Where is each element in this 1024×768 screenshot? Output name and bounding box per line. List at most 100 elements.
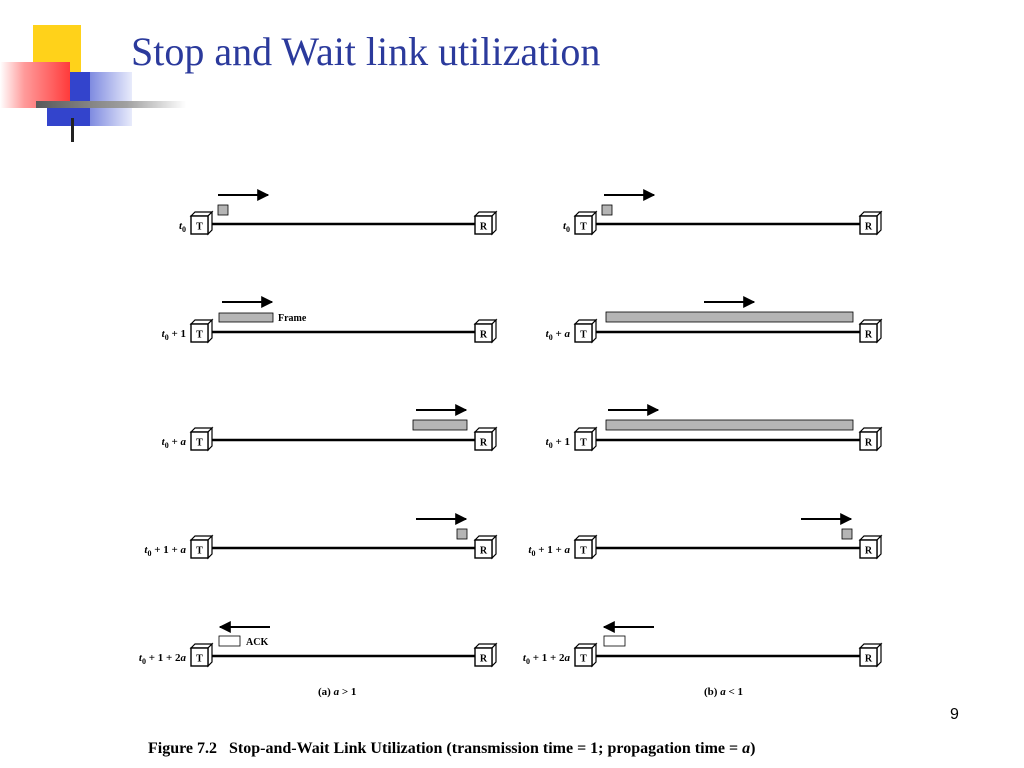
- panel-a-row-3-frame: [412, 419, 468, 431]
- panel-a-row-3-receiver-face: [474, 431, 493, 451]
- panel-a-row-2-time-label: t0 + 1: [162, 328, 186, 342]
- panel-b-row-1-frame: [601, 204, 613, 216]
- panel-b-row-4-time-label-sub: 0: [531, 549, 535, 558]
- panel-b-row-3-time-label: t0 + 1: [546, 436, 570, 450]
- panel-a-row-3-transmitter-label: T: [196, 438, 203, 449]
- panel-a-row-5-ack: [218, 635, 241, 647]
- panel-a-row-1-time-label-base: t: [179, 220, 183, 232]
- panel-a-row-5-time-label-rest: + 1 + 2: [146, 652, 181, 664]
- figure-caption: Figure 7.2 Stop-and-Wait Link Utilizatio…: [148, 740, 756, 757]
- panel-a-row-3-time-label-var: a: [181, 436, 187, 448]
- panel-a-row-4-frame: [456, 528, 468, 540]
- panel-a-row-1-receiver-face: [474, 215, 493, 235]
- panel-b-row-4-transmitter: T: [573, 534, 598, 560]
- panel-b-row-2-transmitter-label: T: [580, 330, 587, 341]
- panel-b-row-2-time-label-var: a: [565, 328, 571, 340]
- panel-b-row-4-time-label-rest: + 1 +: [535, 544, 564, 556]
- panel-b-row-5-transmitter-face: [574, 647, 593, 667]
- panel-b-row-5-time-label-rest: + 1 + 2: [530, 652, 565, 664]
- panel-b-row-3-receiver-label: R: [865, 438, 873, 449]
- panel-a-row-2-receiver: R: [473, 318, 498, 344]
- panel-a-caption: (a) a > 1: [318, 686, 356, 698]
- panel-b-row-5-time-label: t0 + 1 + 2a: [523, 652, 571, 666]
- panel-b-row-3-frame: [605, 419, 854, 431]
- panel-a-row-4-receiver: R: [473, 534, 498, 560]
- panel-a-row-3-time-label-base: t: [162, 436, 166, 448]
- panel-b-row-5-ack: [603, 635, 626, 647]
- panel-b-row-5-receiver: R: [858, 642, 883, 668]
- page-number: 9: [950, 706, 959, 723]
- panel-b-row-1-time-label-base: t: [563, 220, 567, 232]
- panel-a-row-4-receiver-face: [474, 539, 493, 559]
- panel-b-row-2-time-label-sub: 0: [549, 333, 553, 342]
- deco-vertical-line: [71, 118, 74, 142]
- panel-a-row-4-transmitter-label: T: [196, 546, 203, 557]
- panel-a-row-1-transmitter-label: T: [196, 222, 203, 233]
- panel-b-row-4-transmitter-face: [574, 539, 593, 559]
- panel-a-row-4-time-label: t0 + 1 + a: [144, 544, 186, 558]
- panel-b-row-4-frame: [841, 528, 853, 540]
- frame-label: Frame: [278, 313, 307, 324]
- panel-b-row-1-transmitter-face: [574, 215, 593, 235]
- deco-gray-bar: [36, 101, 186, 108]
- panel-a-row-5-transmitter: T: [189, 642, 214, 668]
- panel-b-row-5-receiver-label: R: [865, 654, 873, 665]
- panel-b-row-3-time-label-base: t: [546, 436, 550, 448]
- deco-red-gradient: [0, 62, 70, 108]
- panel-a-row-5-receiver-label: R: [480, 654, 488, 665]
- panel-b-row-2-transmitter: T: [573, 318, 598, 344]
- panel-b-row-5-time-label-base: t: [523, 652, 527, 664]
- panel-b-row-5-receiver-face: [859, 647, 878, 667]
- panel-a-row-4-time-label-base: t: [144, 544, 148, 556]
- panel-a-row-4-receiver-label: R: [480, 546, 488, 557]
- panel-a-row-2-receiver-label: R: [480, 330, 488, 341]
- panel-a-row-1-time-label-sub: 0: [182, 225, 186, 234]
- panel-b-row-1-receiver-label: R: [865, 222, 873, 233]
- panel-b-row-2-receiver-face: [859, 323, 878, 343]
- panel-a-row-5-receiver-face: [474, 647, 493, 667]
- panel-a-row-1-transmitter-face: [190, 215, 209, 235]
- panel-a-row-3-receiver-label: R: [480, 438, 488, 449]
- panel-b-row-4-time-label-base: t: [528, 544, 532, 556]
- panel-b-row-2-transmitter-face: [574, 323, 593, 343]
- panel-a-row-4-time-label-sub: 0: [147, 549, 151, 558]
- panel-a-row-1-transmitter: T: [189, 210, 214, 236]
- panel-b-row-3-receiver-face: [859, 431, 878, 451]
- panel-a-row-1-frame: [217, 204, 229, 216]
- panel-a-row-2-time-label-sub: 0: [165, 333, 169, 342]
- slide-title: Stop and Wait link utilization: [131, 29, 601, 74]
- panel-b-row-1-time-label: t0: [563, 220, 570, 234]
- panel-a-row-4-transmitter-face: [190, 539, 209, 559]
- panel-b-row-2-frame: [605, 311, 854, 323]
- panel-b-row-5-time-label-sub: 0: [526, 657, 530, 666]
- panel-b-row-2-receiver: R: [858, 318, 883, 344]
- panel-a-row-5-time-label-var: a: [181, 652, 187, 664]
- panel-a-row-2-receiver-face: [474, 323, 493, 343]
- panel-b-row-1-receiver-face: [859, 215, 878, 235]
- panel-b-row-1-receiver: R: [858, 210, 883, 236]
- panel-b-row-4-time-label: t0 + 1 + a: [528, 544, 570, 558]
- panel-b-row-5-time-label-var: a: [565, 652, 571, 664]
- panel-b-row-4-receiver: R: [858, 534, 883, 560]
- panel-a-row-5-receiver: R: [473, 642, 498, 668]
- panel-a-row-1-time-label: t0: [179, 220, 186, 234]
- panel-a-row-2-transmitter-face: [190, 323, 209, 343]
- panel-b-row-2-time-label-base: t: [546, 328, 550, 340]
- panel-a-row-1-receiver: R: [473, 210, 498, 236]
- panel-a-row-2-transmitter-label: T: [196, 330, 203, 341]
- panel-a-row-3-time-label: t0 + a: [162, 436, 187, 450]
- panel-b-row-5-transmitter-label: T: [580, 654, 587, 665]
- panel-a-row-3-transmitter: T: [189, 426, 214, 452]
- panel-b-row-3-transmitter-face: [574, 431, 593, 451]
- panel-a-row-3-transmitter-face: [190, 431, 209, 451]
- panel-a-row-4-time-label-var: a: [181, 544, 187, 556]
- panel-b-row-2-time-label-rest: +: [553, 328, 565, 340]
- panel-a-row-1-receiver-label: R: [480, 222, 488, 233]
- panel-b-row-3-time-label-sub: 0: [549, 441, 553, 450]
- panel-a-row-3-time-label-sub: 0: [165, 441, 169, 450]
- ack-label: ACK: [246, 637, 268, 648]
- panel-b-row-4-time-label-var: a: [565, 544, 571, 556]
- panel-b-row-1-transmitter-label: T: [580, 222, 587, 233]
- panel-b-row-1-transmitter: T: [573, 210, 598, 236]
